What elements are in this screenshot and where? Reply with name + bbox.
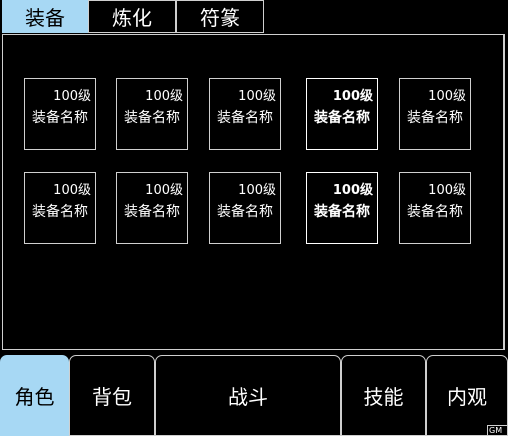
nav-character[interactable]: 角色 — [0, 355, 69, 436]
bottom-nav-bar: 角色 背包 战斗 技能 内观 GM — [0, 355, 508, 436]
nav-inner-view[interactable]: 内观 — [426, 355, 508, 436]
item-level: 100级 — [145, 89, 183, 104]
equipment-slot[interactable]: 100级 装备名称 — [399, 78, 471, 150]
tab-refine[interactable]: 炼化 — [88, 0, 176, 33]
gm-badge[interactable]: GM — [487, 425, 508, 436]
nav-backpack[interactable]: 背包 — [69, 355, 155, 436]
item-level: 100级 — [428, 89, 466, 104]
item-level: 100级 — [53, 183, 91, 198]
equipment-slot[interactable]: 100级 装备名称 — [209, 172, 281, 244]
item-level: 100级 — [238, 89, 276, 104]
tab-talisman[interactable]: 符篆 — [176, 0, 264, 33]
item-name: 装备名称 — [32, 110, 88, 126]
equipment-slot[interactable]: 100级 装备名称 — [116, 172, 188, 244]
top-tab-bar: 装备 炼化 符篆 — [0, 0, 508, 33]
item-name: 装备名称 — [32, 204, 88, 220]
item-level: 100级 — [238, 183, 276, 198]
item-name: 装备名称 — [217, 110, 273, 126]
equipment-slot[interactable]: 100级 装备名称 — [116, 78, 188, 150]
equipment-slot[interactable]: 100级 装备名称 — [399, 172, 471, 244]
equipment-slot[interactable]: 100级 装备名称 — [306, 78, 378, 150]
tab-equipment[interactable]: 装备 — [2, 0, 88, 33]
item-name: 装备名称 — [314, 204, 370, 220]
item-level: 100级 — [145, 183, 183, 198]
item-name: 装备名称 — [407, 204, 463, 220]
item-name: 装备名称 — [124, 204, 180, 220]
item-level: 100级 — [53, 89, 91, 104]
item-level: 100级 — [332, 89, 373, 104]
item-name: 装备名称 — [407, 110, 463, 126]
item-name: 装备名称 — [314, 110, 370, 126]
equipment-slot[interactable]: 100级 装备名称 — [306, 172, 378, 244]
nav-battle[interactable]: 战斗 — [155, 355, 341, 436]
equipment-panel: 100级 装备名称 100级 装备名称 100级 装备名称 100级 装备名称 … — [2, 34, 505, 350]
equipment-slot[interactable]: 100级 装备名称 — [24, 172, 96, 244]
equipment-slot[interactable]: 100级 装备名称 — [209, 78, 281, 150]
nav-skills[interactable]: 技能 — [341, 355, 426, 436]
item-name: 装备名称 — [217, 204, 273, 220]
item-level: 100级 — [332, 183, 373, 198]
equipment-slot[interactable]: 100级 装备名称 — [24, 78, 96, 150]
item-name: 装备名称 — [124, 110, 180, 126]
item-level: 100级 — [428, 183, 466, 198]
